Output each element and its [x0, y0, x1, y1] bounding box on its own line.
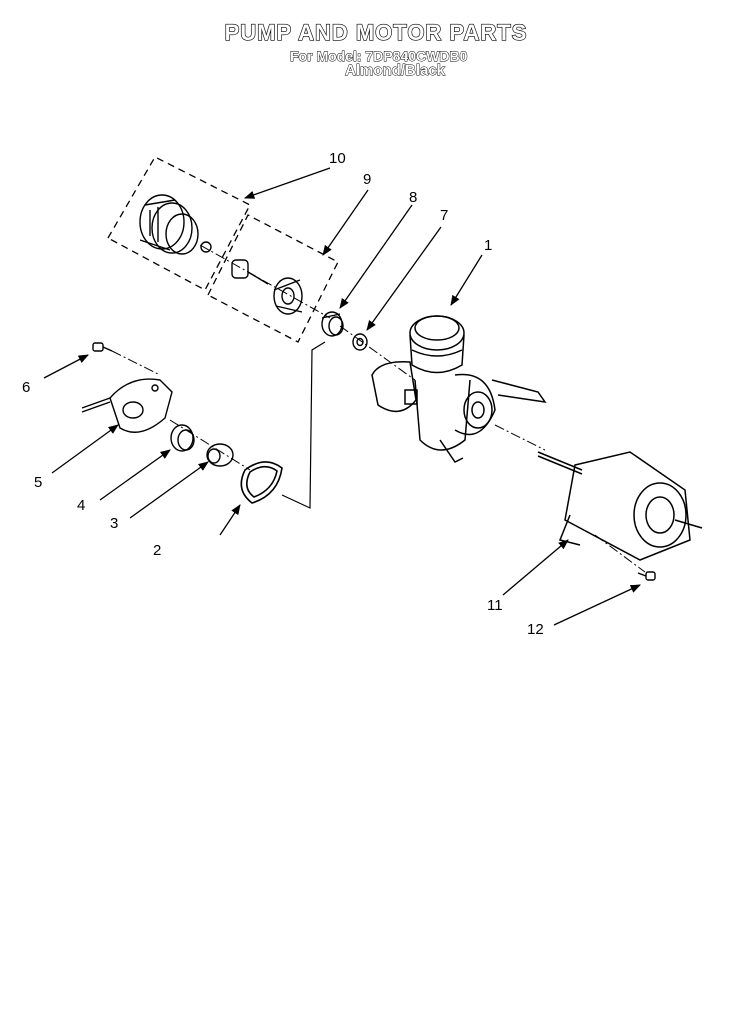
callout-10: 10	[329, 150, 346, 167]
part-4-ring	[170, 424, 195, 452]
callout-9: 9	[363, 171, 371, 188]
part-2-gasket	[240, 461, 283, 504]
kit-box-10	[107, 156, 251, 291]
callout-4: 4	[77, 497, 85, 514]
part-11-motor	[537, 451, 703, 561]
page-title: PUMP AND MOTOR PARTS	[224, 19, 528, 45]
part-12-screw	[637, 571, 656, 581]
part-10-filter	[139, 194, 212, 255]
callout-6: 6	[22, 379, 30, 396]
callout-leaders	[43, 167, 641, 626]
assembly-lines	[111, 244, 646, 573]
part-9-impeller	[231, 259, 303, 315]
callout-11: 11	[487, 597, 503, 614]
callout-1: 1	[484, 237, 492, 254]
part-7-washer	[352, 333, 368, 351]
part-6-screw	[92, 342, 113, 352]
callout-7: 7	[440, 207, 448, 224]
callout-3: 3	[110, 515, 118, 532]
callout-5: 5	[34, 474, 42, 491]
callout-8: 8	[409, 189, 417, 206]
bracket-line	[281, 341, 326, 509]
callout-12: 12	[527, 621, 544, 638]
part-5-cover	[81, 378, 173, 433]
color-variant: Almond/Black	[345, 62, 446, 80]
callout-2: 2	[153, 542, 161, 559]
model-number: For Model: 7DP840CWDB0	[290, 48, 468, 65]
part-1-pump-housing	[371, 315, 547, 463]
part-3-grommet	[206, 443, 234, 467]
kit-box-9	[207, 214, 339, 343]
part-8-seal	[321, 311, 344, 337]
